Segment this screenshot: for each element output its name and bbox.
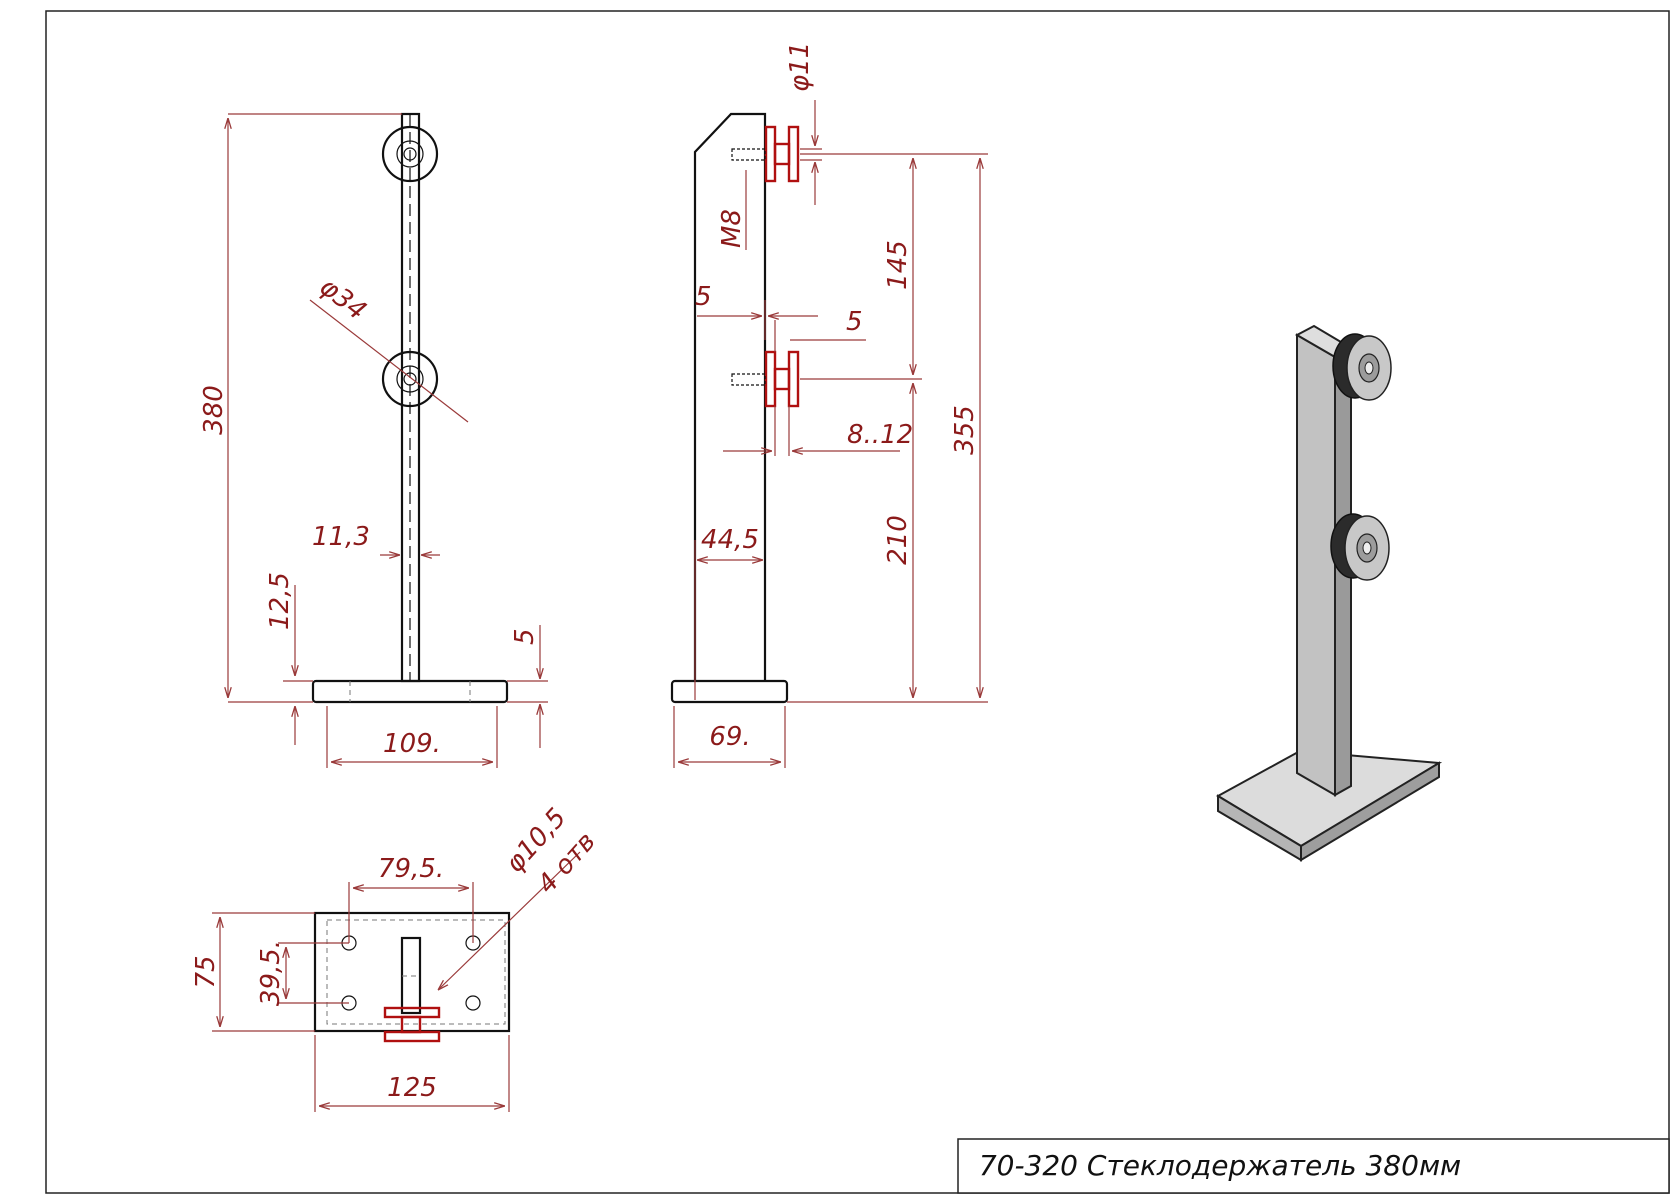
side-lower-holder [731, 350, 800, 408]
iso-lower-holder [1330, 513, 1390, 581]
dim-base-offset: 12,5 [265, 572, 295, 630]
iso-post-front [1296, 333, 1336, 797]
drawing-frame [45, 10, 1670, 1194]
dim-base-thickness: 5 [510, 628, 540, 645]
front-view: 380 φ34 11,3 12,5 5 109. [199, 112, 548, 768]
isometric-view [1215, 324, 1443, 862]
dim-holder-dia: φ34 [314, 272, 372, 327]
dim-hole-spacing-y: 39,5. [256, 940, 286, 1006]
dim-lower-height: 210 [883, 515, 913, 565]
front-lower-holder [381, 350, 439, 408]
dim-upper-spacing: 145 [883, 240, 913, 290]
front-base-plate [311, 679, 509, 704]
title-block: 70-320 Стеклодержатель 380мм [957, 1138, 1670, 1194]
dim-plate-depth: 75 [191, 955, 221, 988]
side-upper-holder [731, 125, 800, 183]
dim-glass-range: 8..12 [847, 420, 913, 450]
side-base-plate [670, 679, 789, 704]
dim-post-depth: 44,5 [701, 525, 759, 555]
top-view: 79,5. φ10,5 4 отв 75 39,5. 125 [191, 803, 602, 1112]
dim-gap-left: 5 [695, 282, 712, 312]
dim-base-width: 109. [383, 729, 441, 759]
top-holder-section [383, 1006, 441, 1043]
dim-thread: M8 [717, 209, 747, 248]
dim-total-height: 355 [950, 405, 980, 455]
dim-hole-spacing-x: 79,5. [378, 854, 444, 884]
dim-front-height: 380 [199, 385, 229, 435]
front-upper-holder [381, 125, 439, 183]
dim-plate-width: 125 [387, 1073, 437, 1103]
dim-base-depth: 69. [709, 722, 750, 752]
top-hole-4 [465, 995, 481, 1011]
dim-post-width: 11,3 [312, 522, 370, 552]
iso-upper-holder [1332, 333, 1392, 401]
side-view: φ11 M8 5 5 8..12 44,5 69. 145 21 [670, 42, 988, 768]
side-post [693, 112, 767, 681]
front-post [400, 112, 421, 683]
dim-bolt-dia: φ11 [785, 42, 815, 92]
dim-gap-right: 5 [846, 307, 863, 337]
drawing-title: 70-320 Стеклодержатель 380мм [979, 1149, 1461, 1182]
